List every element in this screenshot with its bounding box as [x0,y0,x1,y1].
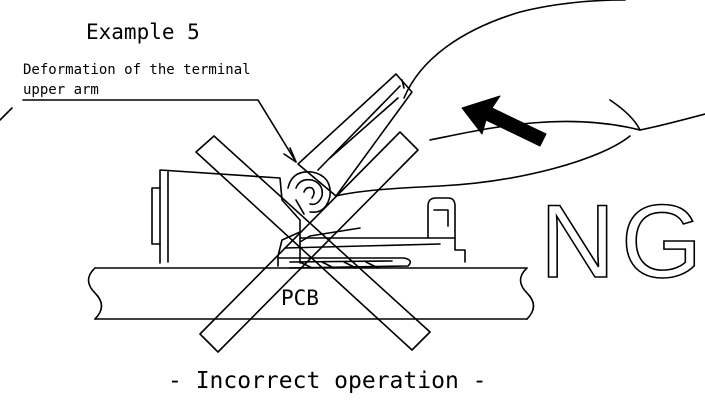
finger [335,0,705,197]
push-arrow [461,95,547,147]
incorrect-operation-caption: - Incorrect operation - [168,368,487,394]
leader-line [22,99,297,163]
example-title: Example 5 [86,20,200,44]
connector-housing [151,169,466,267]
deformation-note-line2: upper arm [23,82,99,98]
fpc-lifted [297,73,413,197]
ng-label: NG [539,184,705,300]
pcb-label: PCB [281,286,319,310]
edge-guide-line [0,107,13,121]
terminal-contact [277,257,412,269]
deformation-note-line1: Deformation of the terminal [23,62,251,78]
incorrect-cross-mark [195,131,431,353]
deformed-upper-arm [287,171,331,215]
